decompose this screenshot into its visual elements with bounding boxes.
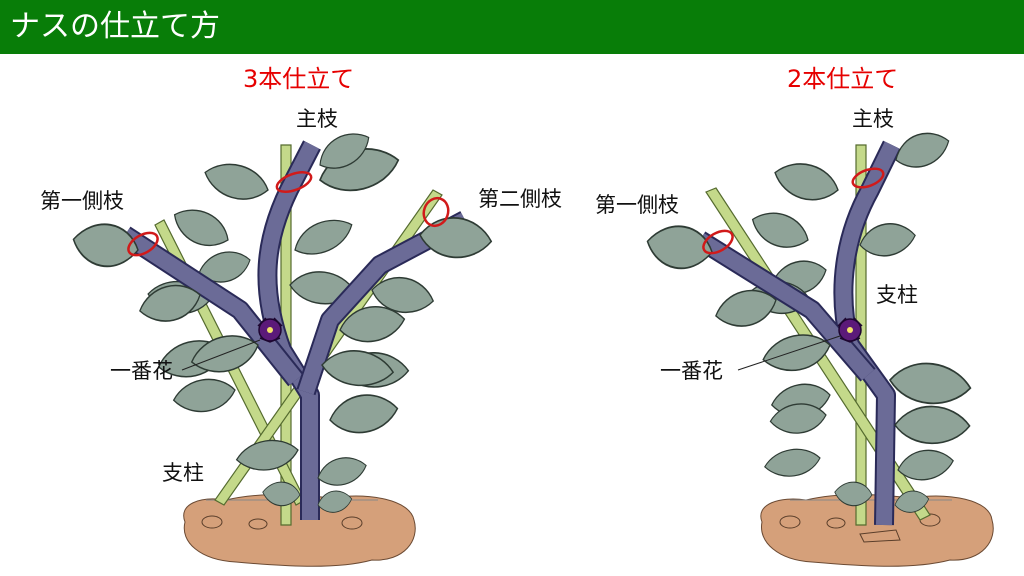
- label-stake: 支柱: [162, 461, 204, 485]
- label-main-stem: 主枝: [296, 107, 338, 131]
- plant-three-stem: [67, 125, 496, 567]
- string-ties: [702, 167, 885, 255]
- stems: [119, 140, 470, 520]
- label-main-stem: 主枝: [852, 107, 894, 131]
- panel-title-two-stem: 2本仕立て: [787, 65, 899, 93]
- label-first-flower: 一番花: [110, 359, 173, 383]
- page-title: ナスの仕立て方: [10, 9, 220, 44]
- stakes: [705, 144, 931, 526]
- panel-title-three-stem: 3本仕立て: [243, 65, 355, 93]
- header-bar: ナスの仕立て方: [0, 0, 1024, 54]
- label-first-side-branch: 第一側枝: [595, 193, 679, 217]
- label-stake: 支柱: [876, 283, 918, 307]
- label-first-side-branch: 第一側枝: [40, 189, 124, 213]
- first-flower: [837, 317, 863, 343]
- label-second-side-branch: 第二側枝: [478, 187, 562, 211]
- first-flower: [257, 317, 283, 343]
- plant-two-stem: [641, 126, 994, 567]
- soil-mound: [183, 494, 416, 567]
- string-ties: [127, 171, 450, 257]
- soil-mound: [760, 494, 994, 567]
- label-first-flower: 一番花: [660, 359, 723, 383]
- stems: [694, 140, 901, 526]
